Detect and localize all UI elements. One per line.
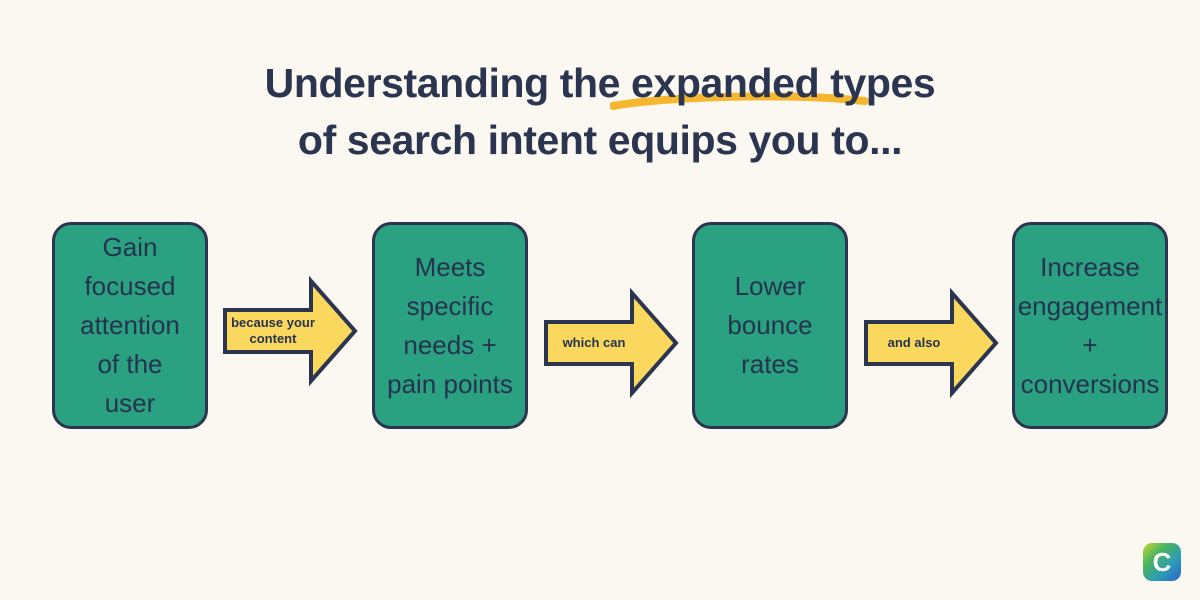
page-title: Understanding the expanded types of sear… — [0, 55, 1200, 169]
page-title-line-1: Understanding the expanded types — [264, 60, 936, 106]
brand-logo-letter: C — [1152, 546, 1172, 577]
flow-arrow-label-1: because your content — [231, 315, 315, 346]
brand-logo[interactable]: C — [1143, 543, 1181, 581]
flow-step-label-1: Gain focused attention of the user — [80, 232, 180, 418]
flow-step-label-2: Meets specific needs + pain points — [387, 251, 513, 399]
flow-diagram: Gain focused attention of the user Meets… — [0, 222, 1200, 437]
flow-arrow-label-2: which can — [562, 335, 626, 350]
flow-arrow-label-3: and also — [887, 335, 941, 350]
flow-arrow-3: and also — [863, 288, 999, 398]
page-title-line-2: of search intent equips you to... — [297, 117, 903, 163]
flow-arrow-2: which can — [543, 288, 679, 398]
flow-step-label-4: Increase engagement + conversions — [1017, 251, 1163, 399]
flow-step-box-4[interactable]: Increase engagement + conversions — [1012, 222, 1168, 429]
flow-arrow-1: because your content — [222, 276, 358, 386]
flow-step-box-2[interactable]: Meets specific needs + pain points — [372, 222, 528, 429]
flow-step-box-1[interactable]: Gain focused attention of the user — [52, 222, 208, 429]
flow-step-label-3: Lower bounce rates — [727, 271, 813, 379]
flow-step-box-3[interactable]: Lower bounce rates — [692, 222, 848, 429]
